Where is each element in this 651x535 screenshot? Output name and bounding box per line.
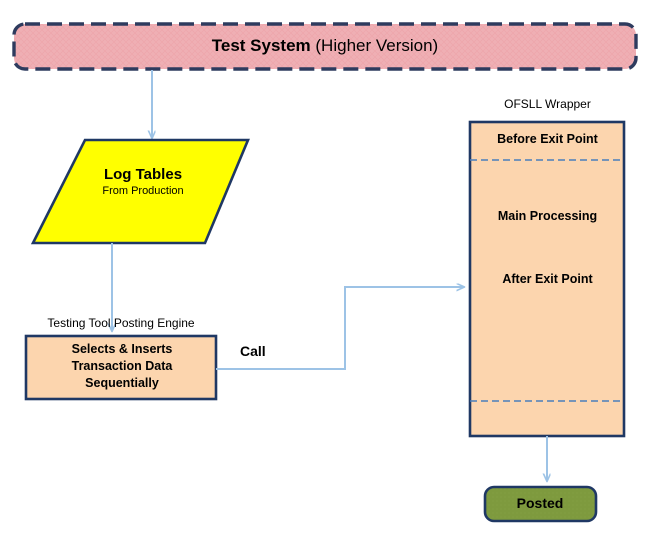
test-system-banner — [12, 22, 638, 71]
log-tables-shape — [30, 138, 250, 245]
call-connector — [216, 287, 464, 370]
posted-shape — [483, 485, 598, 523]
ofsll-wrapper-shape — [468, 120, 626, 438]
posting-engine-shape — [24, 334, 218, 401]
